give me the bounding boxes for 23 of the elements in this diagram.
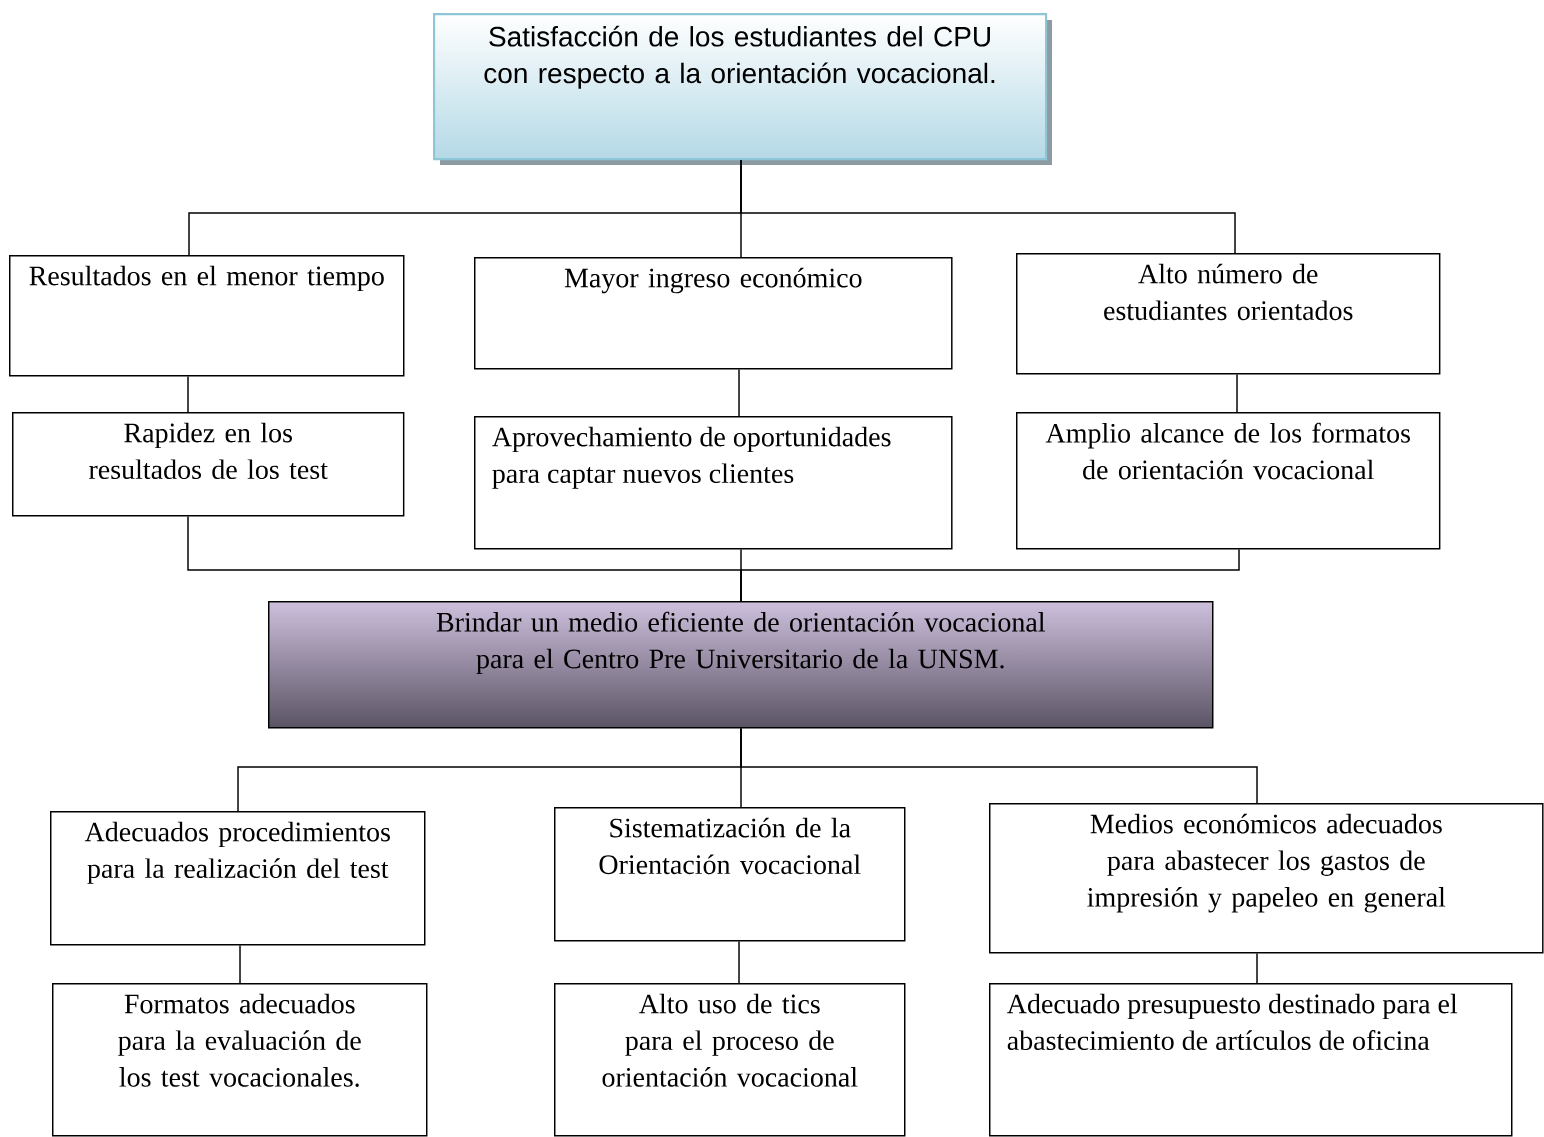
connector-line [738, 368, 740, 417]
process-box: Mayor ingreso económico [474, 257, 953, 370]
connector-line [740, 727, 1258, 804]
goal-box: Brindar un medio eficiente de orientación vocacional para el Centro Pre Universitario de la UNSM. [268, 601, 1214, 729]
process-box: Aprovechamiento de oportunidades para captar nuevos clientes [474, 416, 953, 550]
connector-line [239, 944, 241, 984]
process-box: Adecuado presupuesto destinado para el abastecimiento de artículos de oficina [989, 983, 1513, 1137]
connector-line [740, 548, 1240, 602]
connector-line [187, 375, 189, 413]
process-box: Formatos adecuados para la evaluación de los test vocacionales. [52, 983, 428, 1137]
connector-line [738, 940, 740, 984]
process-box: Alto número de estudiantes orientados [1016, 253, 1441, 375]
connector-line [1236, 373, 1238, 413]
process-box: Rapidez en los resultados de los test [12, 412, 405, 517]
process-box: Resultados en el menor tiempo [9, 255, 405, 377]
process-box: Adecuados procedimientos para la realización del test [50, 811, 426, 946]
connector-line [740, 159, 1236, 254]
process-box: Medios económicos adecuados para abastecer los gastos de impresión y papeleo en general [989, 803, 1544, 954]
process-box: Amplio alcance de los formatos de orientación vocacional [1016, 412, 1441, 550]
connector-line [1256, 952, 1258, 984]
process-box: Sistematización de la Orientación vocacional [554, 807, 906, 942]
effect-box: Satisfacción de los estudiantes del CPU con respecto a la orientación vocacional. [433, 13, 1052, 165]
process-box: Alto uso de tics para el proceso de orientación vocacional [554, 983, 906, 1137]
